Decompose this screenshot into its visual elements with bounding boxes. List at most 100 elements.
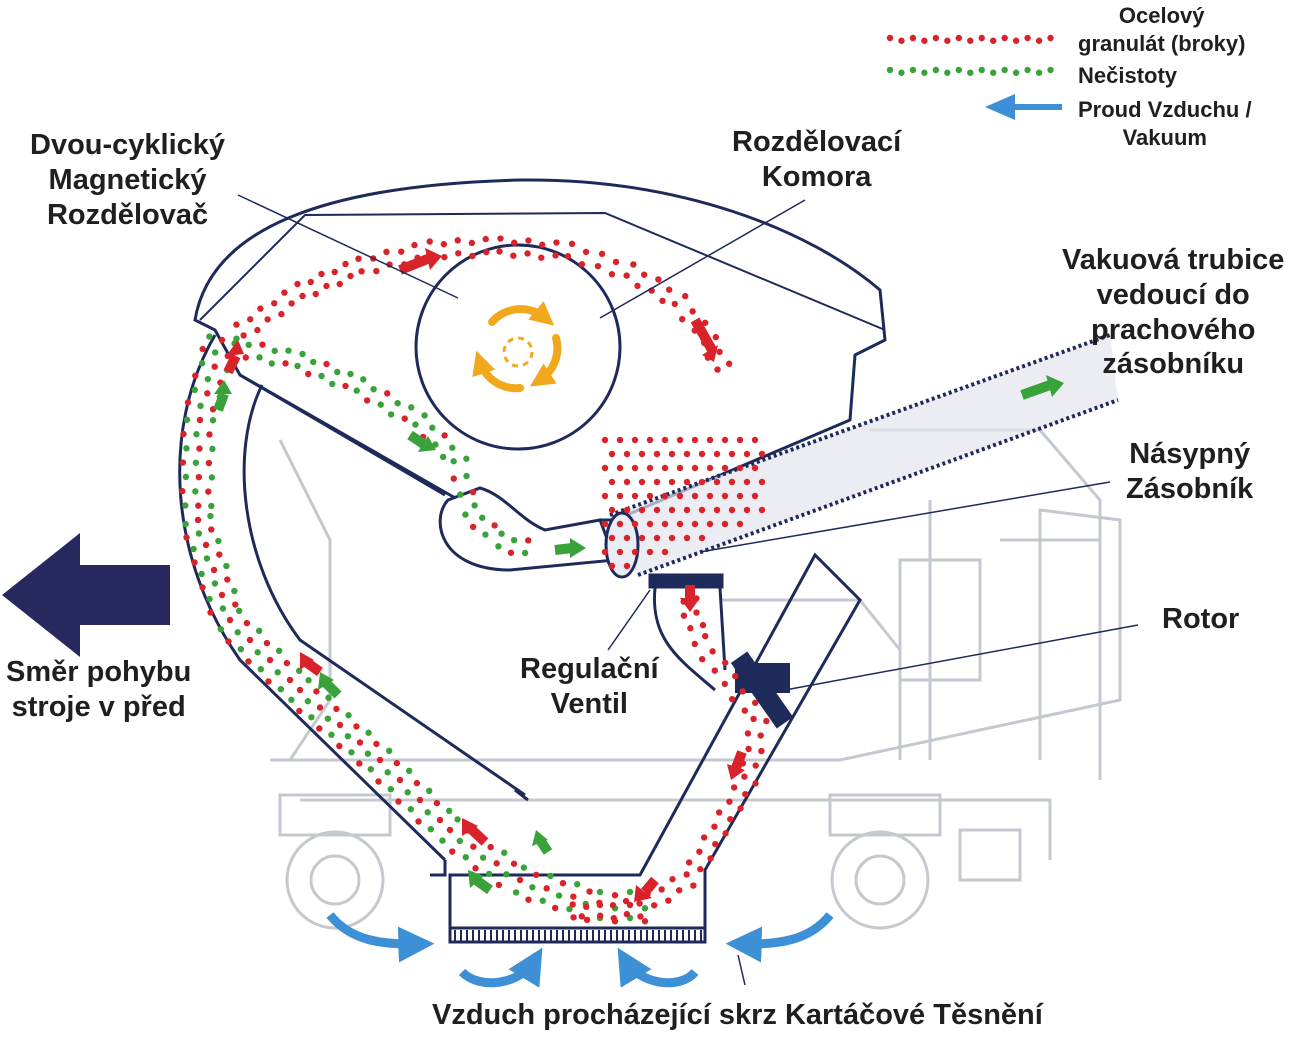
particle <box>206 431 213 438</box>
particle <box>909 34 917 42</box>
particle <box>370 385 377 393</box>
particle <box>192 459 200 466</box>
particle <box>609 901 617 909</box>
particle <box>394 399 401 407</box>
particle <box>668 478 676 486</box>
particle <box>373 740 380 748</box>
particle <box>758 478 766 486</box>
particle <box>539 897 546 904</box>
particle <box>199 584 206 591</box>
particle <box>641 905 649 912</box>
particle <box>721 436 729 444</box>
particle <box>208 526 215 533</box>
particle <box>469 523 477 531</box>
particle <box>728 478 736 486</box>
particle <box>671 300 678 308</box>
particle <box>676 520 684 528</box>
particle <box>594 262 602 270</box>
particle <box>387 411 395 418</box>
particle <box>658 886 665 893</box>
particle <box>706 464 714 472</box>
particle <box>711 667 718 674</box>
particle <box>454 237 461 244</box>
particle <box>921 37 928 44</box>
particle <box>202 541 210 549</box>
particle <box>275 647 283 655</box>
particle <box>691 492 699 500</box>
particle <box>525 237 532 244</box>
particle <box>257 665 265 673</box>
particle <box>209 417 217 424</box>
particle <box>493 860 500 867</box>
particle <box>263 639 271 647</box>
direction-arrow-icon <box>2 533 170 657</box>
particle <box>318 372 325 380</box>
label-direction: Směr pohybu stroje v před <box>6 656 192 723</box>
particle <box>323 282 330 290</box>
particle <box>736 436 744 444</box>
particle <box>525 537 532 544</box>
particle <box>1024 34 1031 42</box>
particle <box>682 292 689 300</box>
particle <box>675 887 683 894</box>
particle <box>268 360 276 367</box>
legend-airflow-arrow-icon <box>985 94 1062 120</box>
particle <box>299 292 306 300</box>
particle <box>685 859 693 866</box>
particle <box>479 514 486 521</box>
particle <box>219 605 227 612</box>
particle <box>427 825 435 833</box>
particle <box>698 534 706 542</box>
legend-steel-shot-swatch <box>886 34 1054 44</box>
particle <box>655 276 662 283</box>
legend <box>886 34 1062 120</box>
particle <box>653 534 661 542</box>
particle <box>750 715 757 723</box>
particle <box>440 240 448 248</box>
particle <box>462 854 469 861</box>
particle <box>568 240 576 248</box>
particle <box>495 543 502 550</box>
particle <box>967 37 974 44</box>
particle <box>676 492 684 500</box>
particle <box>539 241 546 248</box>
particle <box>598 250 606 258</box>
particle <box>1024 66 1031 74</box>
legend-impurities-swatch <box>886 66 1054 76</box>
particle <box>661 492 669 500</box>
legend-airflow-label: Proud Vzduchu / Vakuum <box>1078 97 1252 150</box>
particle <box>479 854 487 861</box>
particle <box>524 250 531 257</box>
particle <box>955 34 962 42</box>
particle <box>383 248 390 256</box>
particle <box>713 506 721 514</box>
regulating-valve <box>648 573 727 692</box>
particle <box>608 271 616 278</box>
particle <box>623 272 630 279</box>
particle <box>491 522 498 529</box>
particle <box>331 268 338 276</box>
particle <box>195 473 203 481</box>
particle <box>210 566 218 574</box>
particle <box>596 899 603 906</box>
particle <box>313 688 320 695</box>
particle <box>393 759 401 767</box>
particle <box>310 358 317 366</box>
particle <box>196 445 203 452</box>
particle <box>316 725 323 732</box>
particle <box>316 704 324 711</box>
particle <box>932 34 940 42</box>
particle <box>208 502 215 510</box>
particle <box>240 332 247 339</box>
particle <box>709 648 716 655</box>
particle <box>898 69 905 76</box>
particle <box>745 745 752 753</box>
particle <box>650 902 658 909</box>
particle <box>680 612 688 619</box>
particle <box>353 723 360 730</box>
particle <box>751 492 759 500</box>
particle <box>706 492 714 500</box>
particle <box>304 697 312 705</box>
particle <box>353 387 360 394</box>
particle <box>646 464 654 472</box>
